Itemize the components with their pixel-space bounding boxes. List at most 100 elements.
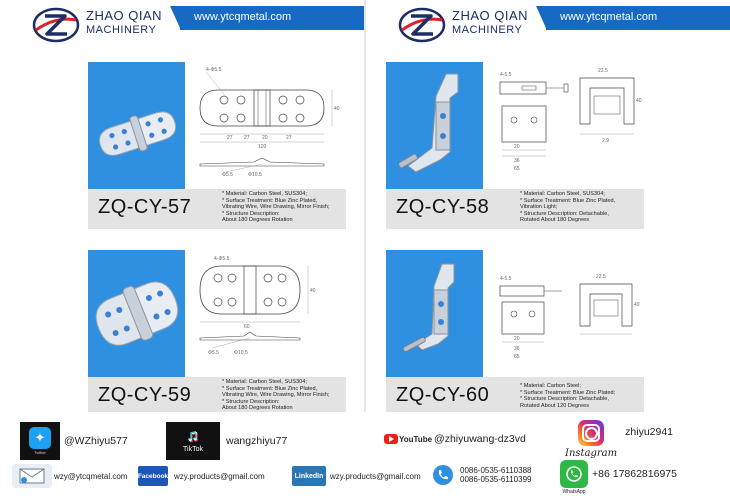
youtube-play-icon — [384, 434, 398, 444]
brand-name-line1: ZHAO QIAN — [86, 8, 163, 23]
dimension-label: 2.9 — [602, 138, 609, 144]
model-panel: ZQ-CY-60 — [386, 377, 516, 412]
email-address: wzy@ytcqmetal.com — [54, 471, 128, 481]
technical-drawing: 4-Φ5.5 60 40 Φ5.5 Φ10.5 — [186, 250, 346, 377]
dimension-label: 4-5.5 — [500, 276, 512, 282]
dimension-label: 20 — [514, 144, 520, 150]
email-icon — [12, 464, 52, 488]
dimension-label: Φ10.5 — [248, 172, 262, 178]
website-link[interactable]: www.ytcqmetal.com — [536, 6, 730, 28]
twitter-contact[interactable]: ✦ Twitter @WZhiyu577 — [20, 422, 128, 460]
linkedin-email: wzy.products@gmail.com — [330, 471, 421, 481]
facebook-email: wzy.products@gmail.com — [174, 471, 265, 481]
hinge-58-drawing-icon: 4-5.5 22.5 20 36 65 2.9 40 — [499, 68, 642, 172]
dimension-label: 65 — [514, 166, 520, 172]
spec-line: * Structure Description: — [222, 210, 280, 217]
brand-name-line2: MACHINERY — [452, 24, 523, 36]
instagram-contact[interactable]: Instagram zhiyu2941 — [565, 420, 673, 459]
technical-drawing: 4-5.5 22.5 20 36 65 40 — [484, 250, 644, 377]
hinge-60-photo-icon — [402, 263, 455, 353]
tiktok-badge: TikTok — [183, 446, 203, 453]
brand-name-line2: MACHINERY — [86, 24, 157, 36]
dimension-label: 65 — [514, 354, 520, 360]
facebook-contact[interactable]: Facebook wzy.products@gmail.com — [138, 466, 265, 486]
brand-name: ZHAO QIAN MACHINERY — [452, 9, 528, 37]
dimension-label: 4-5.5 — [500, 72, 512, 78]
model-number: ZQ-CY-57 — [98, 196, 192, 218]
dimension-label: Φ5.5 — [222, 172, 233, 178]
tiktok-contact[interactable]: ♫ TikTok wangzhiyu77 — [166, 422, 287, 460]
spec-line: * Structure Description: — [222, 398, 280, 405]
whatsapp-contact[interactable]: WhatsApp +86 17862816975 — [560, 460, 677, 495]
phone-line-1: 0086-0535-6110388 — [460, 466, 532, 475]
twitter-badge: Twitter — [34, 450, 46, 455]
hinge-60-drawing-icon: 4-5.5 22.5 20 36 65 40 — [499, 274, 640, 360]
twitter-handle: @WZhiyu577 — [64, 435, 128, 447]
twitter-icon: ✦ Twitter — [20, 422, 60, 460]
spec-line: About 180 Degrees Rotation — [222, 405, 293, 412]
dimension-label: 60 — [244, 324, 250, 330]
hinge-59-drawing-icon: 4-Φ5.5 60 40 Φ5.5 Φ10.5 — [199, 256, 316, 356]
zhaoqian-logo-icon — [32, 7, 80, 43]
spec-line: * Surface Treatment: Blue Zinc Plated, — [222, 385, 318, 392]
product-photo — [88, 250, 185, 377]
whatsapp-icon — [560, 460, 588, 488]
product-photo — [386, 250, 483, 377]
phone-contact[interactable]: 0086-0535-6110388 0086-0535-6110399 — [432, 464, 531, 486]
dimension-label: 4-Φ5.5 — [214, 256, 230, 262]
dimension-label: 27 — [244, 135, 250, 141]
phone-icon — [433, 465, 453, 485]
tiktok-note-icon: ♫ — [187, 428, 199, 445]
hinge-58-photo-icon — [398, 73, 459, 173]
youtube-contact[interactable]: YouTube @zhiyuwang-dz3vd — [384, 433, 526, 445]
model-panel: ZQ-CY-59 — [88, 377, 218, 412]
catalog-page-right: ZHAO QIAN MACHINERY www.ytcqmetal.com — [366, 0, 730, 412]
hinge-59-photo-icon — [95, 281, 179, 346]
brand-header: ZHAO QIAN MACHINERY www.ytcqmetal.com — [0, 0, 365, 50]
technical-drawing: 4-5.5 22.5 20 36 65 2.9 40 — [484, 62, 644, 189]
website-link[interactable]: www.ytcqmetal.com — [170, 6, 365, 28]
spec-panel: * Material: Carbon Steel, SUS304; * Surf… — [218, 377, 346, 412]
spec-line: * Surface Treatment: Blue Zinc Plated, — [222, 197, 318, 204]
dimension-label: 4-Φ5.5 — [206, 67, 222, 73]
spec-line: About 180 Degrees Rotation — [222, 217, 293, 224]
youtube-handle: @zhiyuwang-dz3vd — [434, 433, 526, 445]
brand-name: ZHAO QIAN MACHINERY — [86, 9, 162, 37]
technical-drawing: 4-Φ5.5 27 27 20 27 120 40 Φ5.5 Φ10.5 — [186, 62, 346, 189]
spec-line: Vibration Light; — [520, 204, 558, 211]
spec-line: * Surface Treatment: Blue Zinc Plated; — [520, 389, 616, 396]
linkedin-icon: LinkedIn — [292, 466, 326, 486]
hinge-57-drawing-icon: 4-Φ5.5 27 27 20 27 120 40 Φ5.5 Φ10.5 — [199, 67, 340, 178]
hinge-57-photo-icon — [99, 111, 177, 156]
linkedin-contact[interactable]: LinkedIn wzy.products@gmail.com — [292, 466, 421, 486]
dimension-label: 22.5 — [598, 68, 608, 74]
model-number: ZQ-CY-58 — [396, 196, 490, 218]
dimension-label: 27 — [227, 135, 233, 141]
contact-strip: ✦ Twitter @WZhiyu577 ♫ TikTok wangzhiyu7… — [0, 414, 730, 496]
twitter-bird-icon: ✦ — [29, 427, 51, 449]
model-panel: ZQ-CY-58 — [386, 189, 516, 229]
spec-line: Rotated About 120 Degrees — [520, 402, 590, 409]
dimension-label: 22.5 — [596, 274, 606, 280]
whatsapp-number: +86 17862816975 — [592, 468, 677, 480]
envelope-icon — [19, 468, 45, 484]
product-photo — [88, 62, 185, 189]
dimension-label: 20 — [514, 336, 520, 342]
spec-panel: * Material: Carbon Steel, SUS304; * Surf… — [516, 189, 644, 229]
phone-numbers: 0086-0535-6110388 0086-0535-6110399 — [460, 466, 531, 484]
spec-line: * Material: Carbon Steel, SUS304; — [222, 191, 307, 197]
email-contact[interactable]: wzy@ytcqmetal.com — [12, 464, 127, 488]
spec-line: Vibrating Wire, Wire Drawing, Mirror Fin… — [222, 392, 330, 399]
dimension-label: 36 — [514, 346, 520, 352]
spec-line: * Material: Carbon Steel, SUS304; — [222, 379, 307, 385]
model-panel: ZQ-CY-57 — [88, 189, 218, 229]
instagram-handle: zhiyu2941 — [625, 426, 674, 438]
dimension-label: 120 — [258, 144, 267, 150]
model-number: ZQ-CY-59 — [98, 384, 192, 406]
instagram-badge: Instagram — [565, 448, 618, 459]
dimension-label: Φ10.5 — [234, 350, 248, 356]
header-rule — [546, 28, 730, 30]
product-photo — [386, 62, 483, 189]
catalog-page-left: ZHAO QIAN MACHINERY www.ytcqmetal.com — [0, 0, 365, 412]
whatsapp-badge: WhatsApp — [562, 489, 586, 495]
